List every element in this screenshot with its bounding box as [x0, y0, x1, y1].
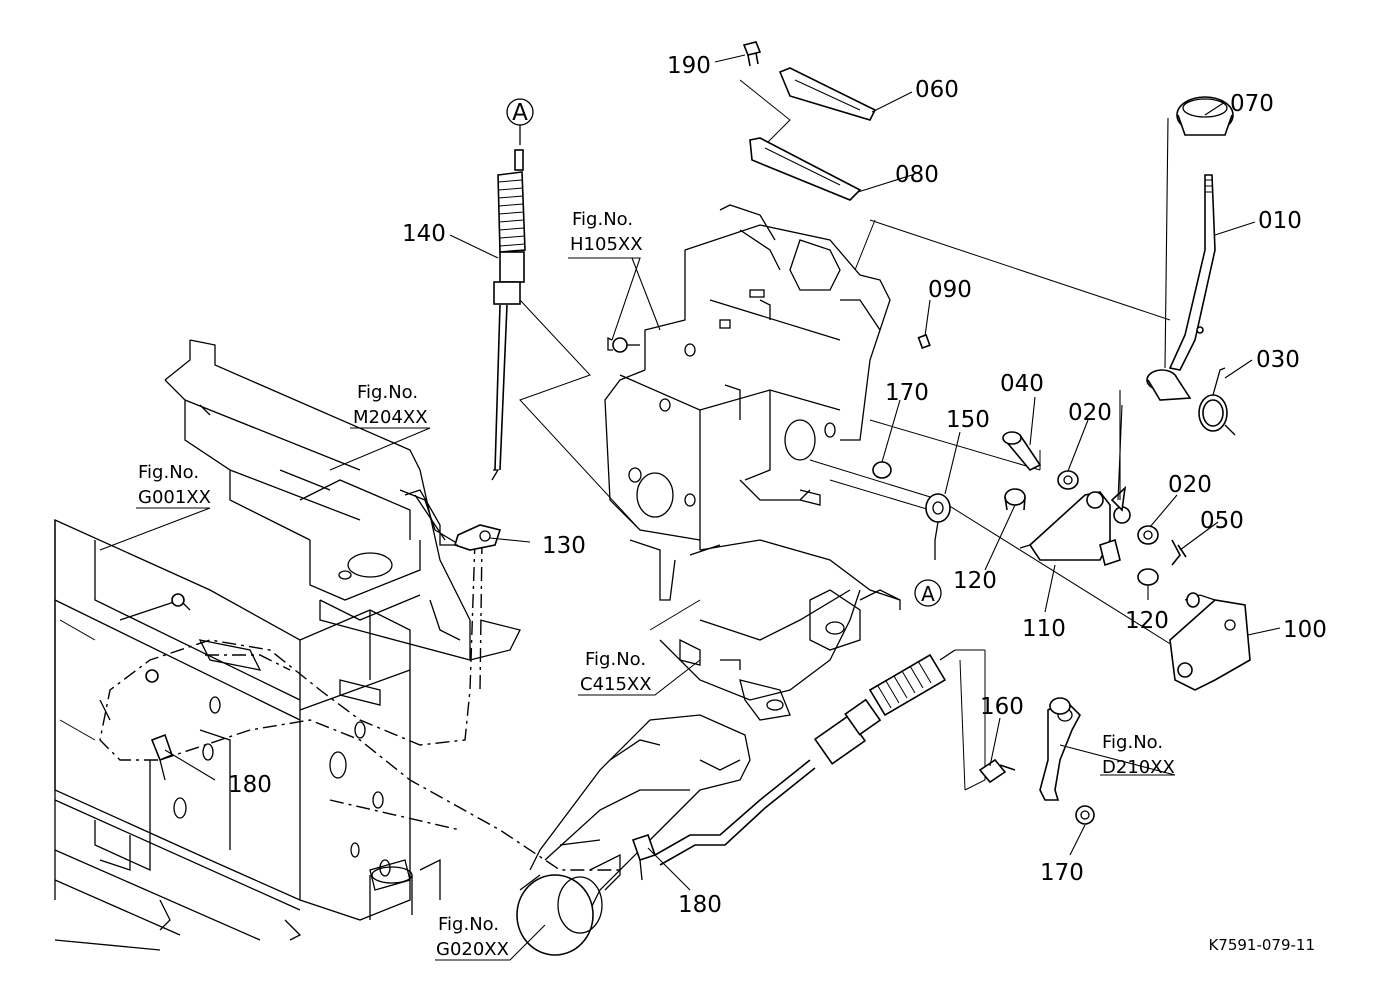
connection-marker-A-top: A	[512, 100, 528, 126]
callout-050: 050	[1200, 508, 1244, 534]
washer-020b	[1137, 525, 1159, 545]
callout-150: 150	[946, 407, 990, 433]
cover-060	[778, 67, 877, 121]
clamp-180a	[150, 733, 174, 781]
callout-130: 130	[542, 533, 586, 559]
connection-marker-A-bottom: A	[921, 582, 935, 606]
spring-030	[1198, 367, 1236, 436]
rod-end-150: A	[914, 493, 951, 607]
transmission-housing	[649, 589, 861, 721]
callout-110: 110	[1022, 616, 1066, 642]
bushing-120b	[1137, 568, 1159, 586]
callout-090: 090	[928, 277, 972, 303]
fig-ref-G020-line1: Fig.No.	[438, 914, 499, 935]
callout-170-upper: 170	[885, 380, 929, 406]
routing-lines	[99, 539, 620, 871]
fig-ref-M204-line1: Fig.No.	[357, 382, 418, 403]
nut-170b	[1075, 805, 1095, 825]
callout-190: 190	[667, 53, 711, 79]
fig-ref-H105-code: H105XX	[570, 234, 643, 255]
plate-130	[404, 489, 502, 551]
callout-labels: 190 060 070 080 010 140 090 030 040 170 …	[228, 53, 1327, 918]
clamp-180b	[631, 833, 657, 881]
chassis-frame	[54, 518, 441, 951]
bracket-100	[1169, 592, 1251, 691]
callout-030: 030	[1256, 347, 1300, 373]
callout-010: 010	[1258, 208, 1302, 234]
pin-040	[1002, 431, 1042, 471]
shaft-lines	[519, 219, 1181, 791]
link-d210	[1039, 697, 1081, 801]
fig-ref-G001-line1: Fig.No.	[138, 462, 199, 483]
washer-020a	[1057, 470, 1079, 490]
figure-references: Fig.No. H105XX Fig.No. M204XX Fig.No. G0…	[138, 209, 1175, 960]
callout-020-upper: 020	[1068, 400, 1112, 426]
bolt-190	[739, 41, 791, 151]
callout-180-left: 180	[228, 772, 272, 798]
fig-ref-G020-code: G020XX	[436, 939, 509, 960]
callout-180-bottom: 180	[678, 892, 722, 918]
floor-bracket	[164, 339, 521, 661]
fig-ref-C415-code: C415XX	[580, 674, 652, 695]
cable-lower	[654, 649, 956, 866]
leader-lines	[99, 54, 1281, 961]
fig-ref-H105-line1: Fig.No.	[572, 209, 633, 230]
cover-080	[749, 137, 862, 201]
callout-080: 080	[895, 162, 939, 188]
callout-060: 060	[915, 77, 959, 103]
callout-120-left: 120	[953, 568, 997, 594]
fig-ref-C415-line1: Fig.No.	[585, 649, 646, 670]
callout-120-right: 120	[1125, 608, 1169, 634]
fig-ref-D210-line1: Fig.No.	[1102, 732, 1163, 753]
arm-110	[1019, 485, 1131, 567]
clip-050	[1171, 539, 1187, 566]
cable-140: A	[491, 98, 534, 481]
pin-090	[917, 333, 931, 350]
fig-ref-D210-code: D210XX	[1102, 757, 1175, 778]
bushing-120a	[1004, 488, 1026, 511]
callout-100: 100	[1283, 617, 1327, 643]
callout-160: 160	[980, 694, 1024, 720]
callout-040: 040	[1000, 371, 1044, 397]
fig-ref-G001-code: G001XX	[138, 487, 211, 508]
pedal-box	[604, 204, 901, 641]
fig-ref-M204-code: M204XX	[353, 407, 428, 428]
drawing-code: K7591-079-11	[1208, 936, 1315, 954]
callout-140: 140	[402, 221, 446, 247]
callout-070: 070	[1230, 91, 1274, 117]
callout-170-lower: 170	[1040, 860, 1084, 886]
nut-170a	[872, 461, 892, 479]
callout-020-lower: 020	[1168, 472, 1212, 498]
lever-010	[1146, 174, 1216, 401]
